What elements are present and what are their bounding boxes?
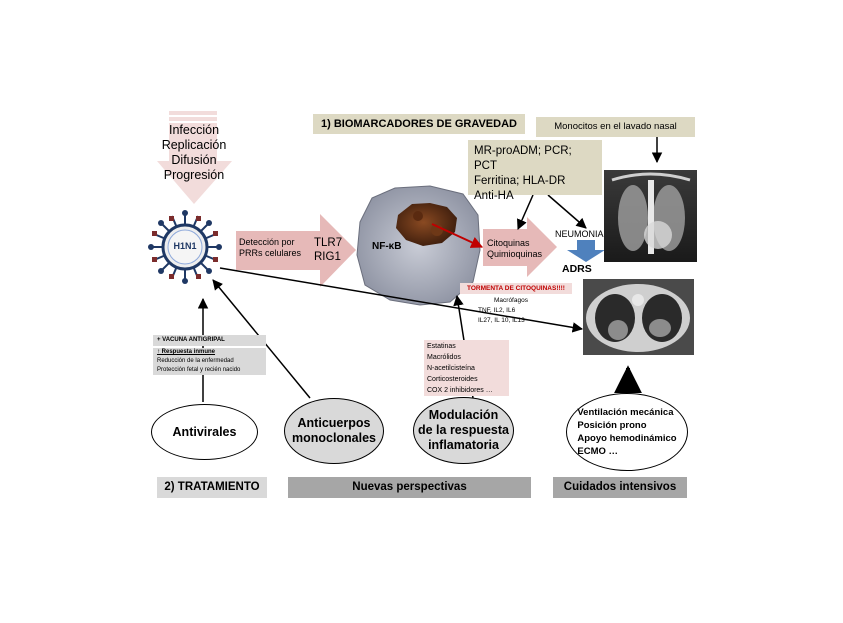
modulation-ellipse: Modulación de la respuesta inflamatoria <box>413 397 514 464</box>
vaccine-box: + VACUNA ANTIGRIPAL ↑ Respuesta inmune R… <box>153 335 266 379</box>
biomarker-item: Ferritina; HLA-DR <box>474 175 566 187</box>
virus-label: H1N1 <box>173 241 197 251</box>
modulator-item: COX 2 inhibidores … <box>427 387 493 394</box>
biomarker-list: MR-proADM; PCR; PCT Ferritina; HLA-DR An… <box>468 140 602 202</box>
cytokine-storm-list: Macrófagos TNF, IL2, IL6 IL27, IL 10, IL… <box>478 297 528 324</box>
biomarkers-title: 1) BIOMARCADORES DE GRAVEDAD <box>313 114 525 134</box>
modulator-item: Corticosteroides <box>427 376 478 383</box>
infection-step: Infección <box>168 123 220 137</box>
adrs-label: ADRS <box>562 263 592 275</box>
nfkb-label: NF-κB <box>372 241 402 252</box>
modulator-list: Estatinas Macrólidos N-acetilcisteína Co… <box>424 340 509 396</box>
chest-xray-image <box>604 170 697 262</box>
neumonia-label: NEUMONIA <box>555 229 604 239</box>
infection-down-arrow <box>157 111 232 204</box>
modulator-item: Macrólidos <box>427 354 461 361</box>
treatment-label: 2) TRATAMIENTO <box>157 477 267 498</box>
biomarker-item: MR-proADM; PCR; PCT <box>474 145 572 172</box>
receptor-item: TLR7 <box>314 237 343 249</box>
nasal-monocytes-box: Monocitos en el lavado nasal <box>536 117 695 137</box>
ct-scan-image <box>583 279 694 355</box>
antibodies-ellipse: Anticuerpos monoclonales <box>284 398 384 464</box>
icu-item: Ventilación mecánica <box>577 407 674 418</box>
infection-step: Progresión <box>163 168 225 182</box>
receptor-list: TLR7 RIG1 <box>314 236 342 264</box>
modulator-item: Estatinas <box>427 343 456 350</box>
cytokine-label: Citoquinas Quimioquinas <box>487 238 543 259</box>
biomarker-item: Anti-HA <box>474 190 514 202</box>
receptor-item: RIG1 <box>314 251 341 263</box>
icu-item: ECMO … <box>577 446 619 457</box>
antivirals-ellipse: Antivirales <box>151 404 258 460</box>
cytokine-storm-title: TORMENTA DE CITOQUINAS!!!! <box>460 283 572 294</box>
infection-step: Difusión <box>171 153 217 167</box>
infection-steps: Infección Replicación Difusión Progresió… <box>150 123 238 183</box>
vaccine-title: + VACUNA ANTIGRIPAL <box>153 335 266 346</box>
detection-arrow <box>236 214 356 287</box>
icu-ellipse: Ventilación mecánica Posición prono Apoy… <box>566 393 688 471</box>
new-perspectives-label: Nuevas perspectivas <box>288 477 531 498</box>
infection-step: Replicación <box>161 138 227 152</box>
icu-item: Apoyo hemodinámico <box>577 433 677 444</box>
icu-item: Posición prono <box>577 420 647 431</box>
h1n1-virus-icon <box>148 210 222 284</box>
adrs-down-arrow <box>567 240 605 262</box>
cytokine-arrow <box>483 217 557 277</box>
modulator-item: N-acetilcisteína <box>427 365 475 372</box>
detection-label: Detección por PRRs celulares <box>239 237 302 258</box>
icu-label: Cuidados intensivos <box>553 477 687 498</box>
